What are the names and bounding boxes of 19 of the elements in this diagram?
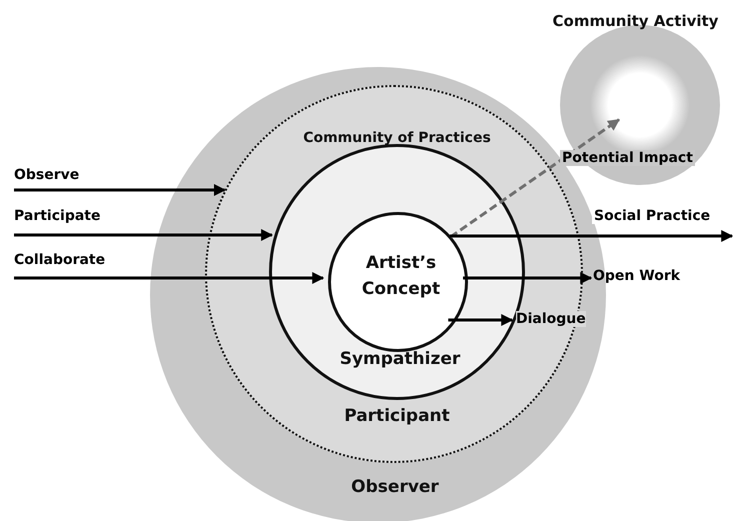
circle-label: Participant bbox=[343, 406, 451, 426]
edge-label: Potential Impact bbox=[560, 150, 695, 166]
arrow bbox=[463, 272, 592, 284]
circle-label: Artist’s Concept bbox=[360, 252, 442, 300]
input-label: Collaborate bbox=[14, 252, 106, 268]
edge-label: Social Practice bbox=[592, 208, 712, 224]
circle-label: Community Activity bbox=[552, 12, 720, 30]
circle-label: Community of Practices bbox=[302, 130, 492, 146]
input-label: Participate bbox=[14, 208, 100, 224]
arrow bbox=[450, 230, 734, 242]
arrow bbox=[14, 229, 274, 241]
arrow bbox=[448, 314, 514, 326]
arrow bbox=[14, 272, 324, 284]
output-label: Open Work bbox=[593, 268, 680, 284]
input-label: Observe bbox=[14, 167, 80, 183]
circle-label: Sympathizer bbox=[338, 349, 462, 369]
output-label: Dialogue bbox=[516, 311, 586, 327]
arrow bbox=[14, 184, 226, 196]
circle-label: Observer bbox=[350, 477, 440, 497]
